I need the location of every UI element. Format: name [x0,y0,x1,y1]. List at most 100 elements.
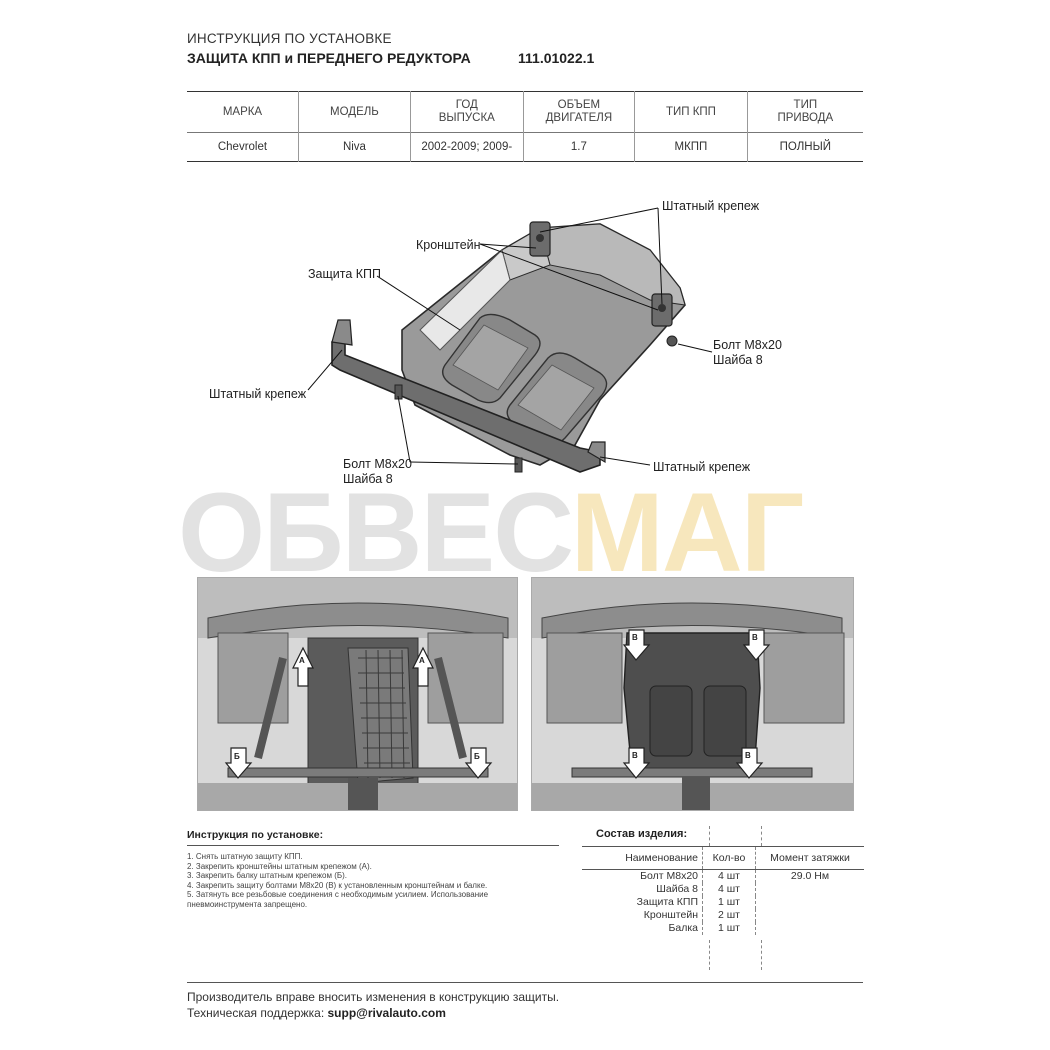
item-qty: 4 шт [702,883,756,896]
marker-a-right: А [419,656,425,665]
column-header-text: ГОД [455,99,478,111]
item-torque [756,883,865,896]
bracket-left [529,221,551,257]
footer-support: Техническая поддержка: supp@rivalauto.co… [187,1006,446,1020]
bolt-icon [666,335,678,347]
divider [761,826,762,846]
marker-v-bottom-left: В [632,751,638,760]
spec-cell-brand: Chevrolet [217,141,268,153]
column-header-text: МАРКА [222,105,263,118]
item-name: Болт М8х20 [640,870,698,882]
composition-row: Защита КПП 1 шт [582,896,864,909]
item-qty: 2 шт [702,909,756,922]
instructions-list: 1. Снять штатную защиту КПП. 2. Закрепит… [187,852,537,910]
instruction-step: 1. Снять штатную защиту КПП. [187,852,303,861]
composition-header-row: Наименование Кол-во Момент затяжки [582,846,864,870]
column-header-torque: Момент затяжки [755,846,864,870]
part-number: 111.01022.1 [518,50,595,66]
item-torque [756,922,865,935]
column-header-text: ДВИГАТЕЛЯ [545,112,613,124]
support-email-link[interactable]: supp@rivalauto.com [327,1006,446,1020]
spec-cell-drive: ПОЛНЫЙ [746,132,863,162]
assembly-diagram [307,207,713,473]
label-line: Шайба 8 [343,472,393,486]
spec-cell-model: Niva [297,132,411,162]
instruction-step: 2. Закрепить кронштейны штатным крепежом… [187,861,372,871]
composition-row: Балка 1 шт [582,922,864,935]
item-torque [756,909,865,922]
stiffening-recess-left [442,313,541,404]
composition-table: Наименование Кол-во Момент затяжки Болт … [582,846,864,935]
label-standard-fastener-bottom: Штатный крепеж [653,460,751,474]
composition-row: Болт М8х20 4 шт 29.0 Нм [582,869,864,883]
photo-guard-installed: В В В В [531,577,854,811]
column-header-gearbox: ТИП КПП [634,91,748,133]
column-header-qty: Кол-во [702,846,756,870]
item-name: Балка [668,922,698,934]
item-name: Кронштейн [643,909,698,921]
item-qty: 1 шт [702,896,756,909]
watermark-part-2: МАГ [570,470,805,595]
divider [187,845,559,846]
spec-cell-year: 2002-2009; 2009- [409,132,524,162]
spec-cell-gearbox: МКПП [634,132,748,162]
photo-illustration [198,578,517,810]
composition-row: Кронштейн 2 шт [582,909,864,922]
bracket-right [651,293,673,327]
item-qty: 1 шт [702,922,756,935]
column-header-model: МОДЕЛЬ [297,91,411,133]
composition-heading: Состав изделия: [596,828,688,840]
leader-lines [307,207,713,466]
column-header-name: Наименование [582,846,703,870]
item-torque [756,896,865,909]
instructions-heading: Инструкция по установке: [187,829,324,841]
label-line: Болт М8х20 [343,457,412,471]
label-standard-fastener-top: Штатный крепеж [662,199,760,213]
label-line: Болт М8х20 [713,338,782,352]
column-header-text: МОДЕЛЬ [330,105,379,118]
label-gearbox-guard: Защита КПП [308,267,382,281]
marker-v-top-left: В [632,633,638,642]
item-name: Шайба 8 [656,883,698,895]
column-header-brand: МАРКА [187,92,298,133]
footer-disclaimer: Производитель вправе вносить изменения в… [187,990,560,1004]
divider [709,940,710,970]
instruction-step: 3. Закрепить балку штатным крепежом (Б). [187,871,347,881]
divider [761,940,762,970]
spec-data-row: Chevrolet Niva 2002-2009; 2009- 1.7 МКПП… [187,132,863,162]
column-header-text: ПРИВОДА [777,112,834,124]
bolt-icon [514,457,523,473]
label-bolt-washer-right: Болт М8х20 Шайба 8 [713,338,782,368]
photo-brackets-installed: А А Б Б [197,577,518,811]
divider [709,826,710,846]
marker-b-left: Б [234,752,240,761]
label-bracket: Кронштейн [416,238,481,252]
column-header-text: ОБЪЕМ [557,99,601,111]
marker-b-right: Б [474,752,480,761]
spec-cell-engine: 1.7 [522,132,635,162]
item-name: Защита КПП [636,896,698,908]
document-title: ИНСТРУКЦИЯ ПО УСТАНОВКЕ [187,31,392,46]
document-subtitle: ЗАЩИТА КПП и ПЕРЕДНЕГО РЕДУКТОРА [187,50,471,66]
photo-illustration [532,578,853,810]
item-qty: 4 шт [702,869,756,883]
column-header-text: ВЫПУСКА [438,112,495,124]
marker-v-bottom-right: В [745,751,751,760]
item-torque: 29.0 Нм [790,870,830,882]
watermark-part-1: ОБВЕС [178,470,573,595]
instruction-step: 4. Закрепить защиту болтами М8х20 (В) к … [187,880,488,890]
instruction-step: 5. Затянуть все резьбовые соединения с н… [187,890,489,909]
label-line: Шайба 8 [713,353,763,367]
support-label: Техническая поддержка: [187,1006,328,1020]
composition-row: Шайба 8 4 шт [582,883,864,896]
watermark-logo: ОБВЕСМАГ [178,477,878,589]
label-bolt-washer-bottom: Болт М8х20 Шайба 8 [343,457,412,487]
column-header-text: ТИП [793,99,818,111]
column-header-text: ТИП КПП [665,105,716,118]
marker-v-top-right: В [752,633,758,642]
divider [187,982,863,983]
